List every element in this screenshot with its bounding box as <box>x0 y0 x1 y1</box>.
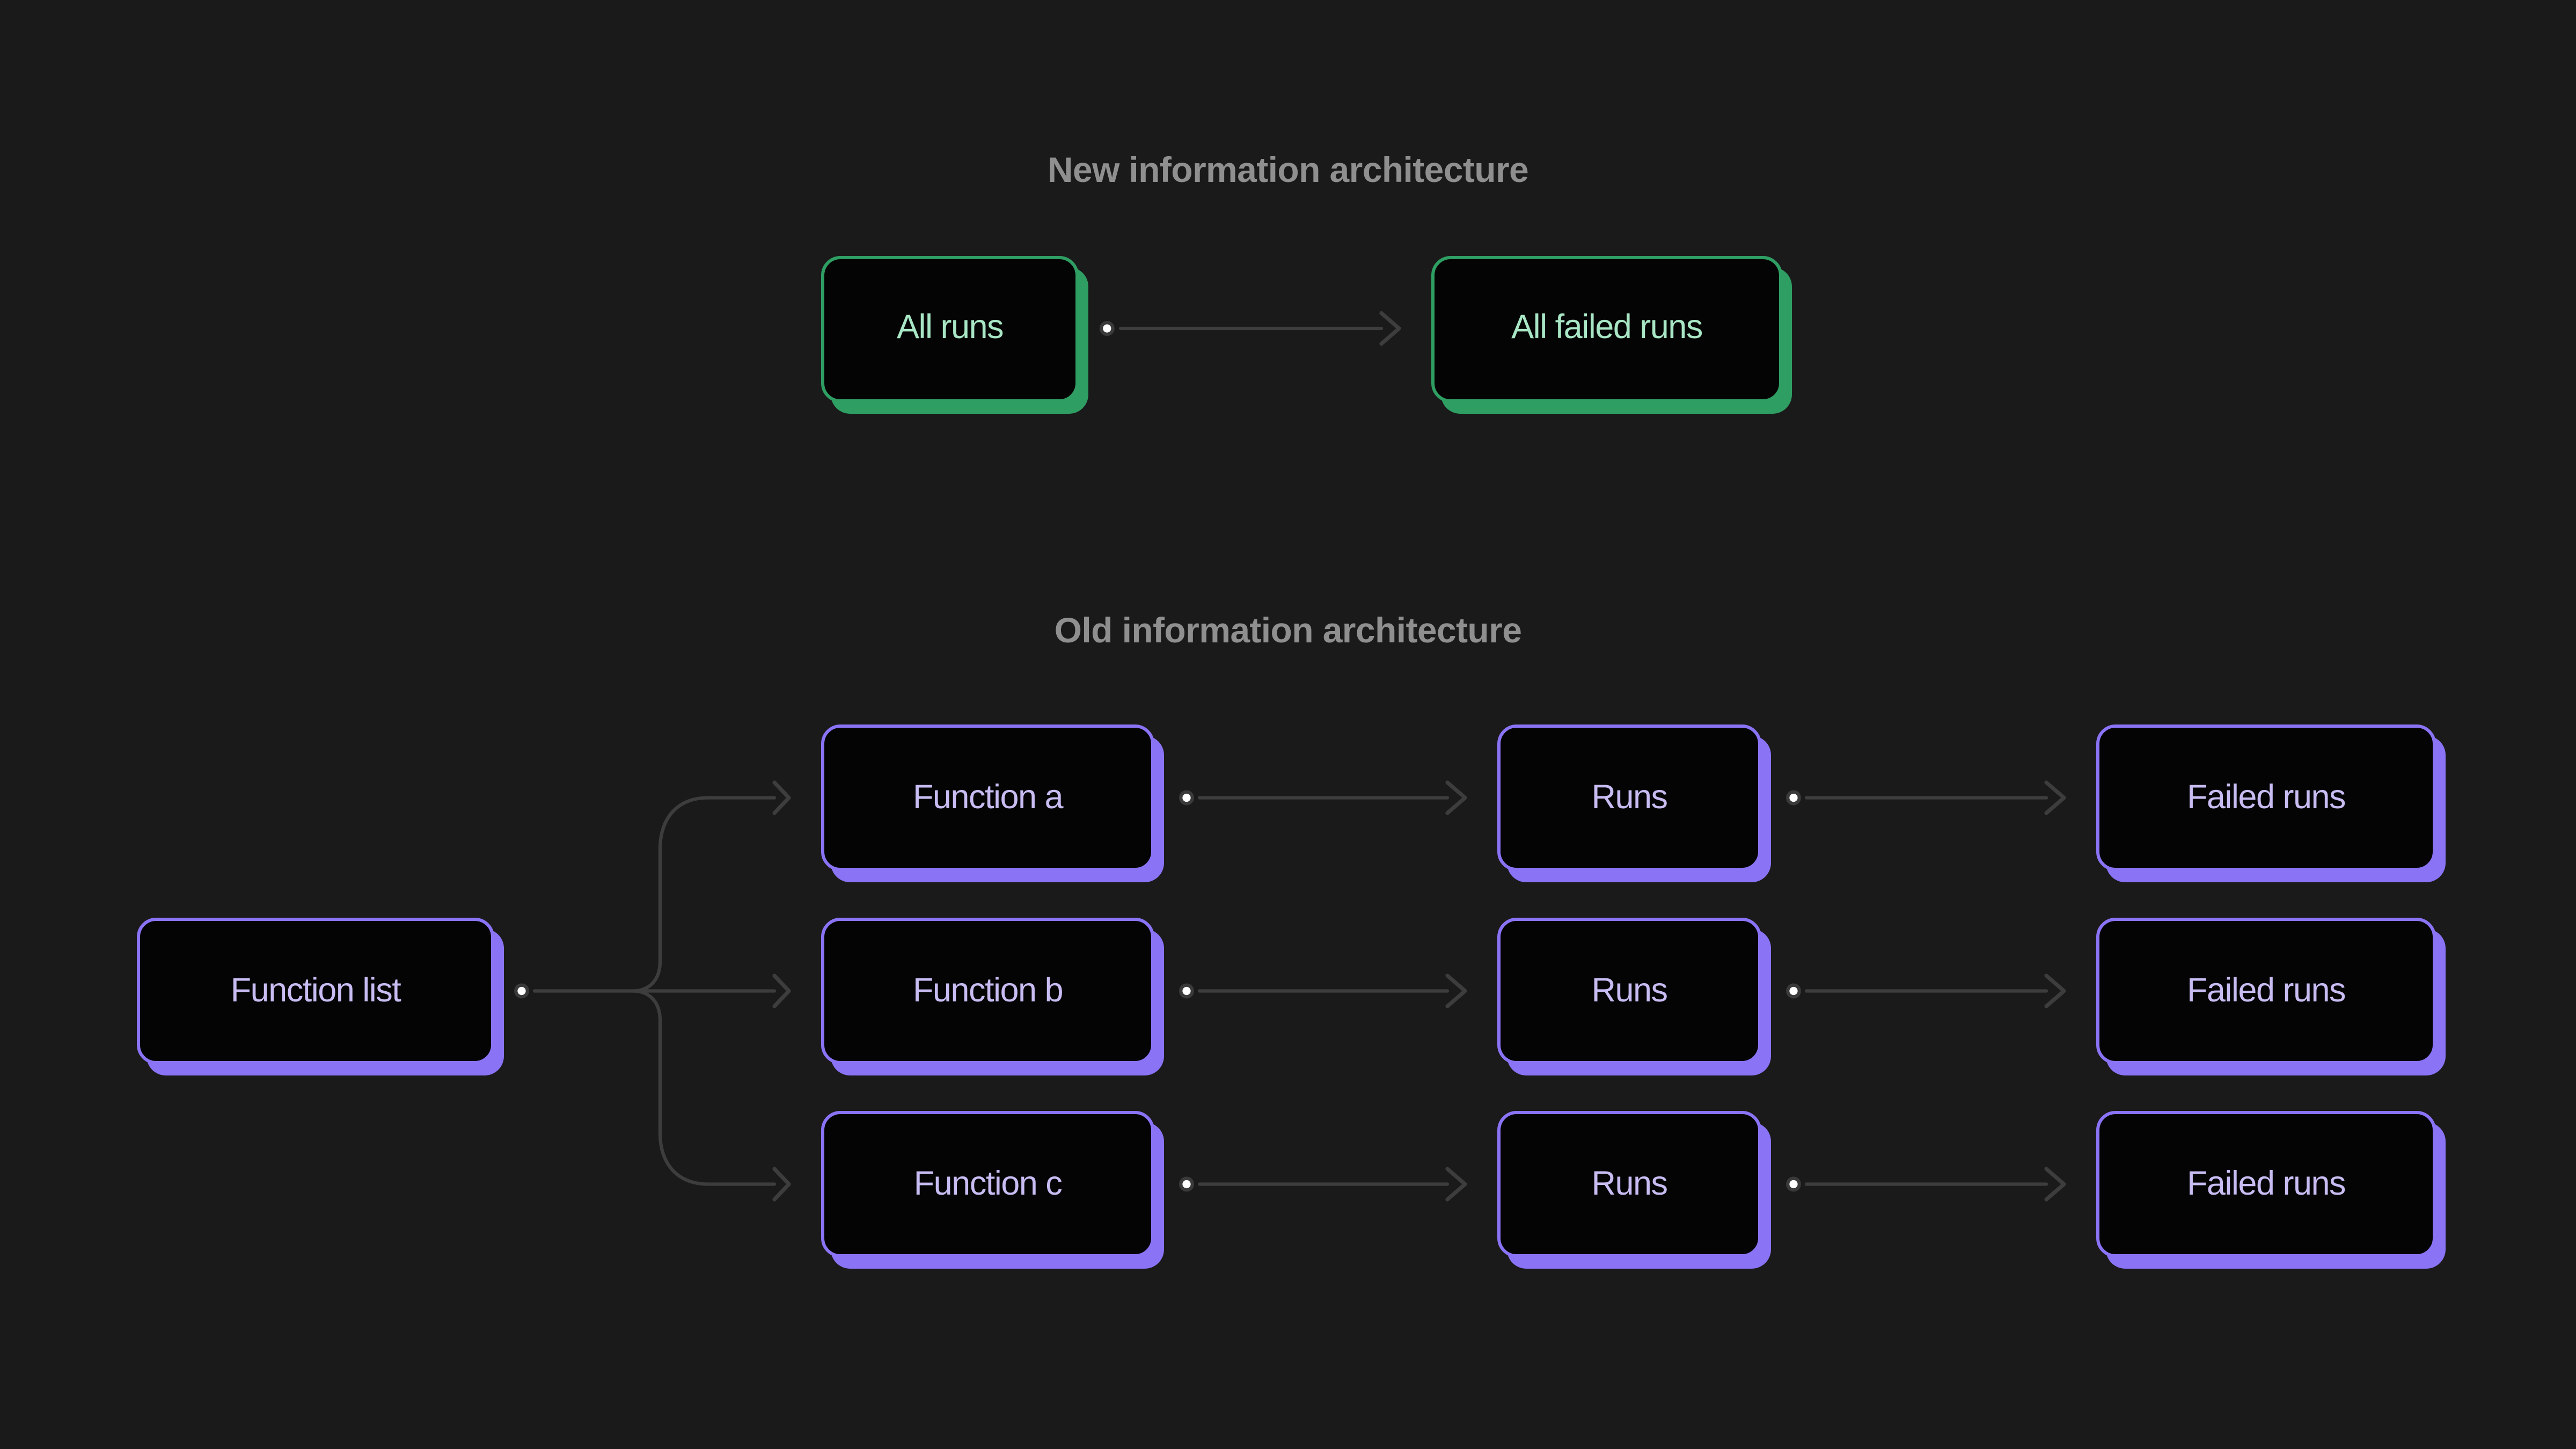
node-runs-a-label: Runs <box>1591 778 1668 816</box>
node-failed-runs-c: Failed runs <box>2096 1111 2436 1257</box>
node-function-list: Function list <box>137 918 494 1064</box>
arrow-runs-a-to-failed-runs <box>1786 780 2066 815</box>
connector-start-dot <box>1179 1176 1194 1192</box>
arrowhead-icon <box>772 780 791 815</box>
arrowhead-icon <box>1379 311 1401 346</box>
node-function-list-label: Function list <box>230 971 401 1009</box>
node-function-a-label: Function a <box>912 778 1064 816</box>
node-runs-b: Runs <box>1497 918 1761 1064</box>
arrow-runs-b-to-failed-runs <box>1786 974 2066 1008</box>
connector-curve-up <box>631 796 777 993</box>
arrowhead-icon <box>772 1167 791 1202</box>
node-all-runs: All runs <box>821 255 1079 402</box>
node-runs-c: Runs <box>1497 1111 1761 1257</box>
node-failed-runs-a: Failed runs <box>2096 724 2436 871</box>
connector-start-dot <box>1786 983 1801 999</box>
node-runs-a: Runs <box>1497 724 1761 871</box>
old-architecture-title: Old information architecture <box>1054 610 1522 650</box>
node-all-failed-runs: All failed runs <box>1431 255 1782 402</box>
node-all-runs-label: All runs <box>896 309 1004 346</box>
arrowhead-icon <box>2044 974 2066 1008</box>
connector-curve-down <box>631 989 777 1186</box>
connector-start-dot <box>1179 790 1194 806</box>
node-failed-runs-a-label: Failed runs <box>2186 778 2346 816</box>
node-failed-runs-b-label: Failed runs <box>2186 971 2346 1009</box>
node-function-b-label: Function b <box>912 971 1064 1009</box>
arrow-function-b-to-runs <box>1179 974 1467 1008</box>
connector-start-dot <box>514 983 529 999</box>
connector-start-dot <box>1786 1176 1801 1192</box>
arrow-function-list-fork <box>514 780 791 1202</box>
node-runs-c-label: Runs <box>1591 1165 1668 1202</box>
node-function-c: Function c <box>821 1111 1154 1257</box>
new-architecture-title: New information architecture <box>1047 150 1529 190</box>
node-runs-b-label: Runs <box>1591 971 1668 1009</box>
node-function-b: Function b <box>821 918 1154 1064</box>
node-failed-runs-c-label: Failed runs <box>2186 1165 2346 1202</box>
arrowhead-icon <box>1445 780 1467 815</box>
node-function-a: Function a <box>821 724 1154 871</box>
arrow-function-a-to-runs <box>1179 780 1467 815</box>
arrowhead-icon <box>1445 974 1467 1008</box>
connector-start-dot <box>1179 983 1194 999</box>
arrowhead-icon <box>772 974 791 1008</box>
arrowhead-icon <box>1445 1167 1467 1202</box>
arrow-all-runs-to-all-failed-runs <box>1099 311 1401 346</box>
arrow-function-c-to-runs <box>1179 1167 1467 1202</box>
connector-start-dot <box>1099 321 1115 336</box>
node-all-failed-runs-label: All failed runs <box>1511 309 1703 346</box>
node-failed-runs-b: Failed runs <box>2096 918 2436 1064</box>
node-function-c-label: Function c <box>913 1165 1063 1202</box>
arrowhead-icon <box>2044 780 2066 815</box>
connector-start-dot <box>1786 790 1801 806</box>
arrowhead-icon <box>2044 1167 2066 1202</box>
arrow-runs-c-to-failed-runs <box>1786 1167 2066 1202</box>
